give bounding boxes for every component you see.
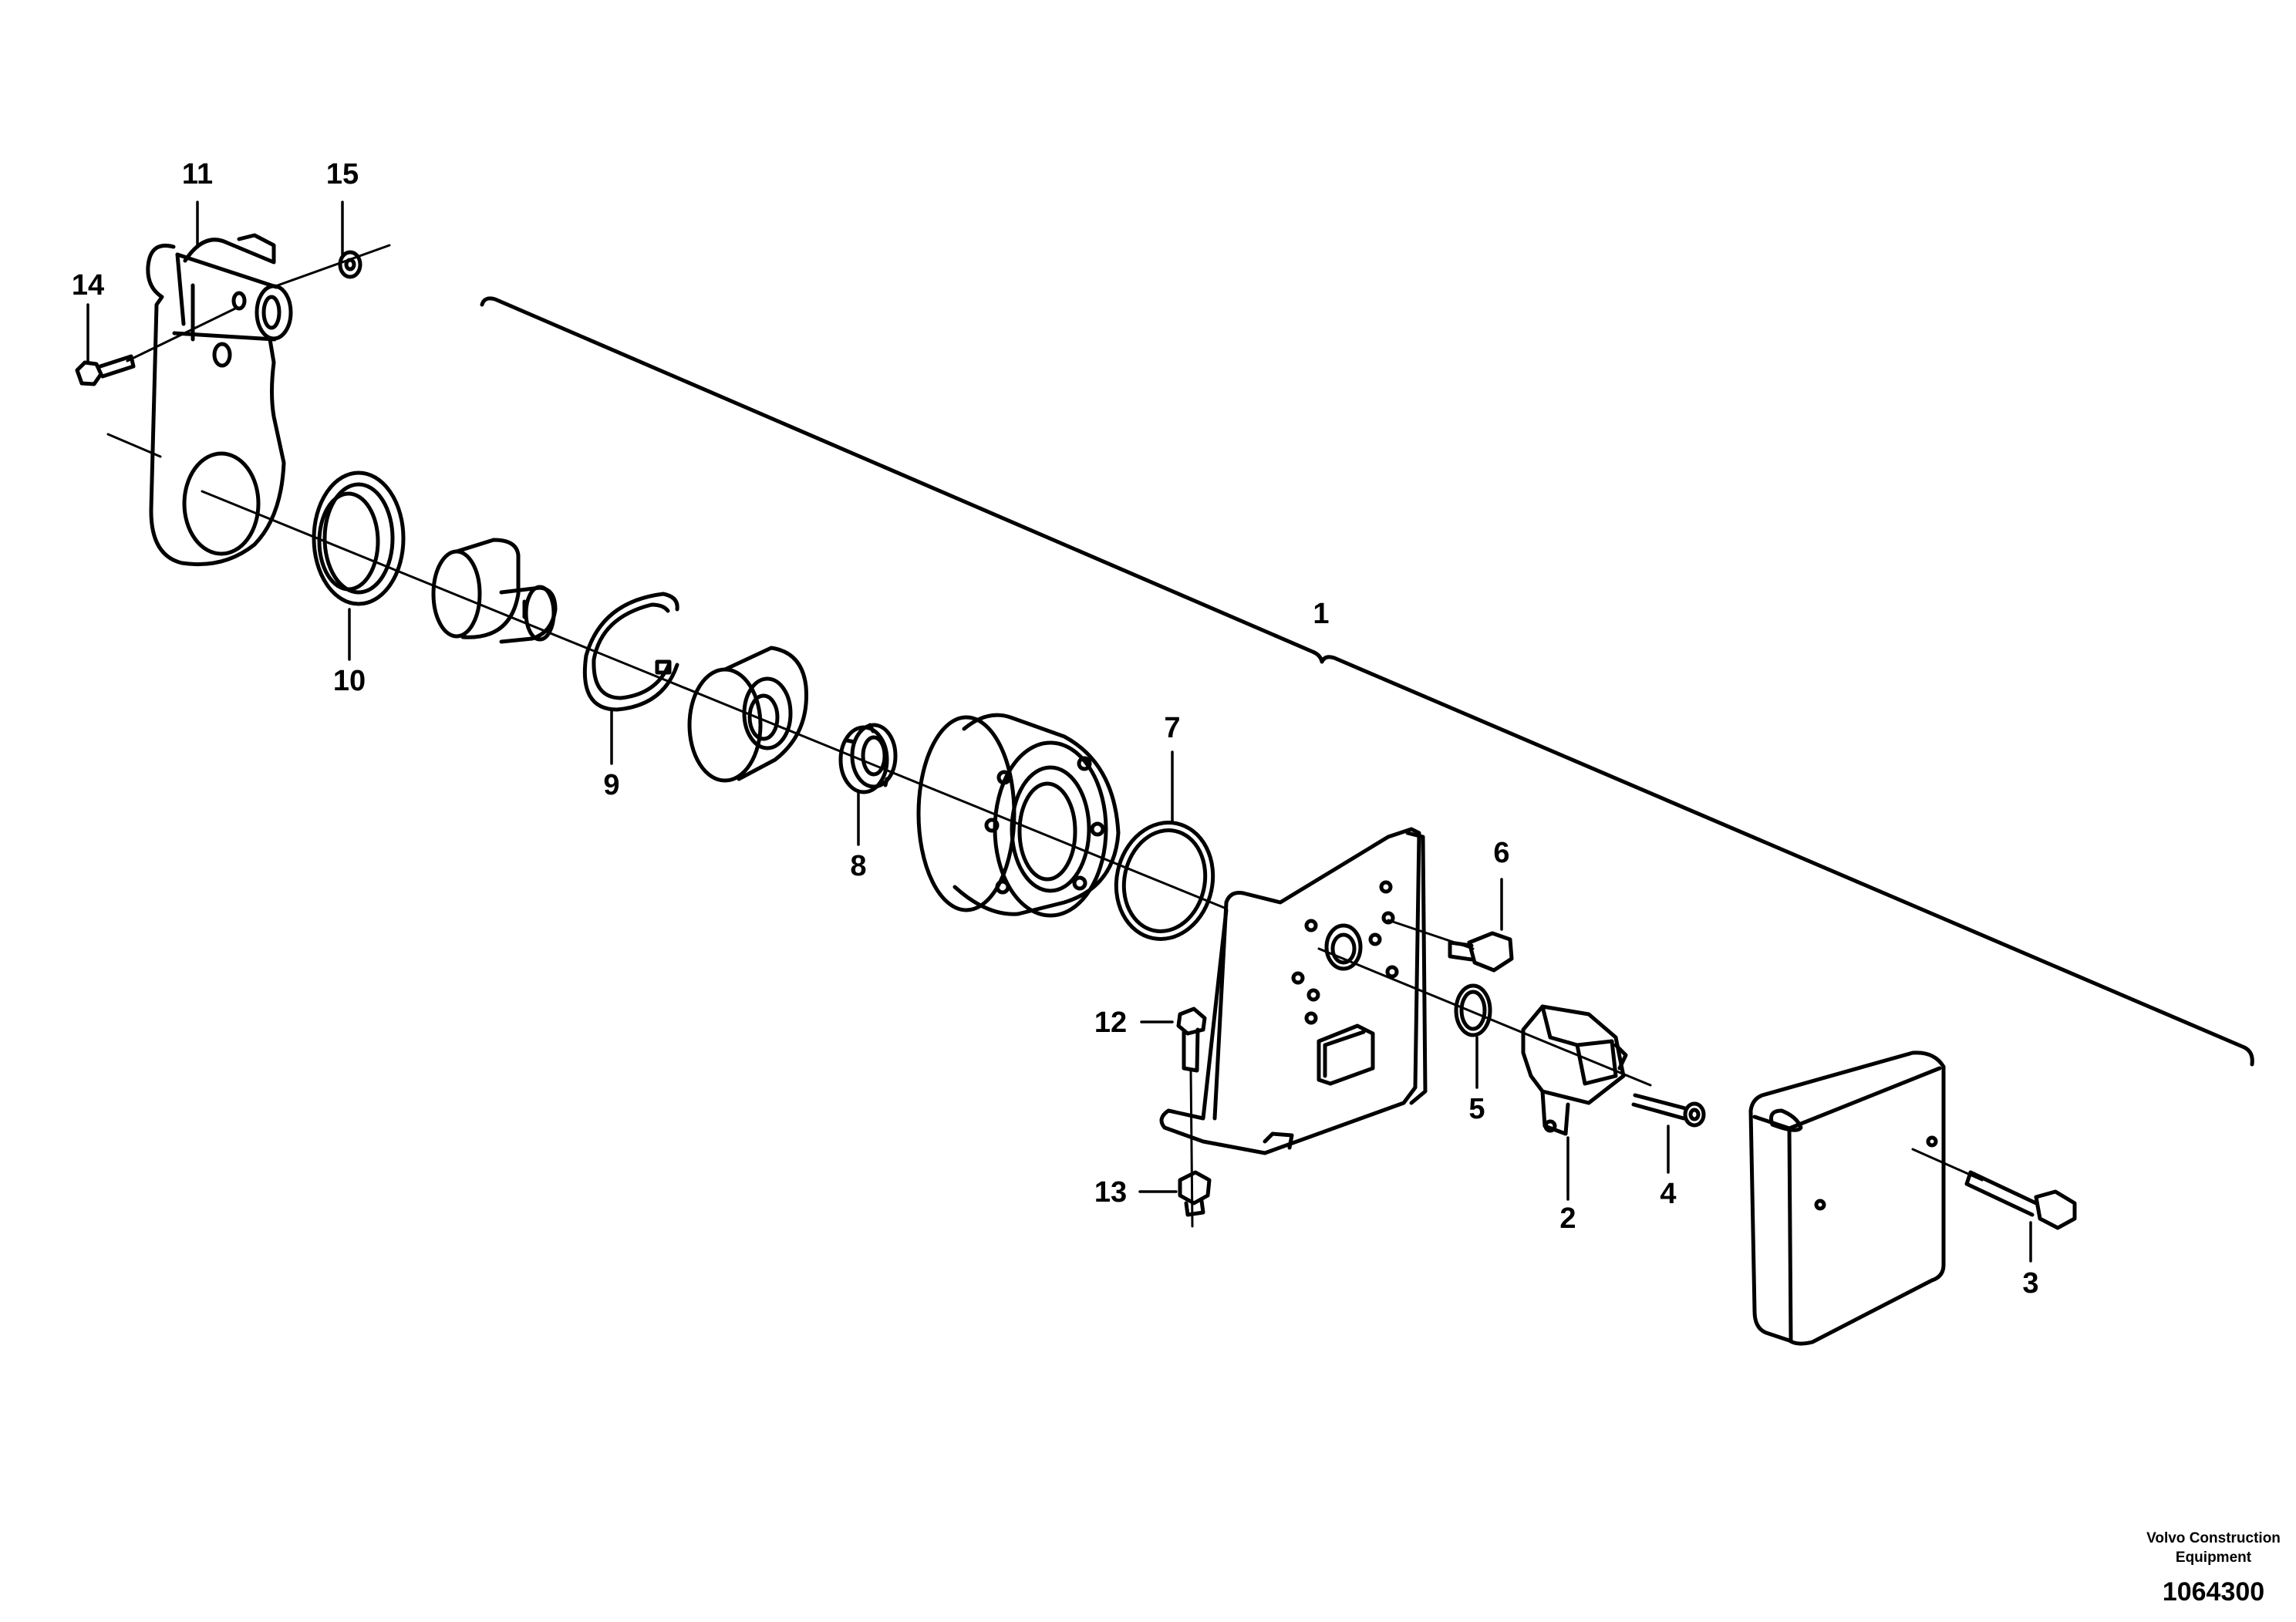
publisher-line-1: Volvo Construction [2146,1530,2281,1546]
sensor-part-2 [1521,1004,1628,1136]
callout-12: 12 [1094,1007,1127,1039]
assembly-bracket-1 [480,296,2254,1067]
callout-2: 2 [1559,1202,1576,1235]
bolt-part-6 [1448,931,1514,973]
lever-arm-part-11 [146,233,293,567]
washer-part-15 [338,250,362,279]
callout-1: 1 [1313,598,1329,630]
shaft-bushing [431,538,558,644]
nut-part-13 [1178,1170,1212,1217]
lock-nut-part-8 [838,723,898,794]
bolt-3-axis-line [1911,1148,1984,1182]
assembly-axis-line [201,490,1228,910]
mounting-bracket [1159,827,1428,1155]
callout-5: 5 [1468,1093,1485,1125]
cover-plate [1748,1050,1946,1346]
o-ring-part-5 [1454,983,1492,1037]
callout-8: 8 [850,850,866,882]
callout-9: 9 [603,769,619,801]
callout-3: 3 [2022,1267,2038,1300]
callout-labels: 1 2 3 4 5 6 7 8 9 10 11 12 13 14 15 [72,158,2039,1300]
drawing-number: 1064300 [2163,1577,2264,1607]
drawing-footer: Volvo Construction Equipment 1064300 [2146,1530,2281,1607]
leader-lines [86,201,2032,1263]
callout-15: 15 [326,158,359,191]
snap-ring-part-9 [582,592,679,712]
bolt-part-3 [1964,1170,2077,1230]
callout-11: 11 [182,158,213,191]
seal-part-10 [312,470,406,606]
callout-4: 4 [1660,1178,1676,1210]
callout-7: 7 [1164,712,1180,744]
screw-part-4 [1631,1093,1706,1128]
publisher-line-2: Equipment [2176,1549,2252,1566]
lever-axis-line [276,244,391,287]
callout-13: 13 [1094,1176,1127,1209]
o-ring-part-7 [1114,821,1215,941]
bearing-sleeve [687,646,808,783]
callout-6: 6 [1493,837,1509,869]
callout-10: 10 [333,665,366,697]
bolt-part-14 [75,354,136,386]
bearing-housing [916,713,1121,918]
callout-14: 14 [72,269,104,302]
